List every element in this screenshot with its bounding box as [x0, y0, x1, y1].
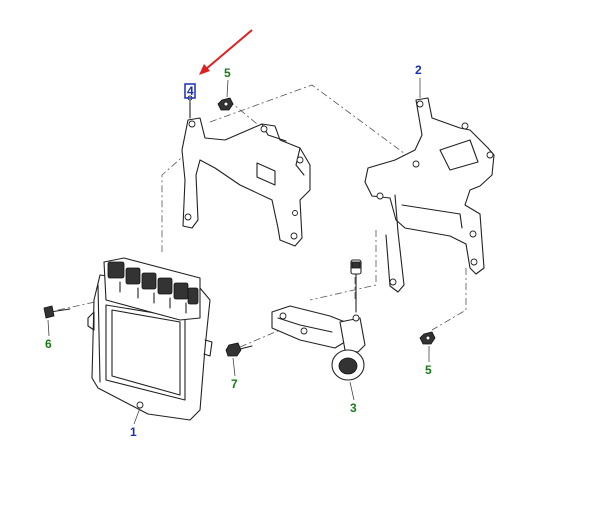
- callouts: 1 2 3 4 5 5 6 7: [45, 63, 432, 439]
- nut-part-5-upper: [217, 97, 234, 111]
- ecu-module-part-1: [87, 257, 213, 421]
- bracket-part-4: [181, 95, 311, 247]
- pointer-arrow: [199, 29, 253, 75]
- nut-part-5-lower: [419, 331, 436, 345]
- callout-3: 3: [350, 401, 357, 415]
- bracket-part-2: [364, 97, 495, 293]
- callout-5-lower: 5: [425, 363, 432, 377]
- callout-2: 2: [415, 63, 422, 77]
- sensor-part-3: [271, 259, 366, 381]
- assembly-lines: [57, 84, 467, 348]
- callout-4: 4: [187, 84, 194, 98]
- bolt-part-6: [43, 305, 71, 319]
- leader-lines: [47, 78, 430, 425]
- callout-6: 6: [45, 337, 52, 351]
- screw-part-7: [225, 342, 253, 357]
- callout-1: 1: [130, 425, 137, 439]
- callout-7: 7: [231, 377, 238, 391]
- callout-4-highlight-box: 4: [184, 83, 196, 99]
- callout-5-upper: 5: [224, 66, 231, 80]
